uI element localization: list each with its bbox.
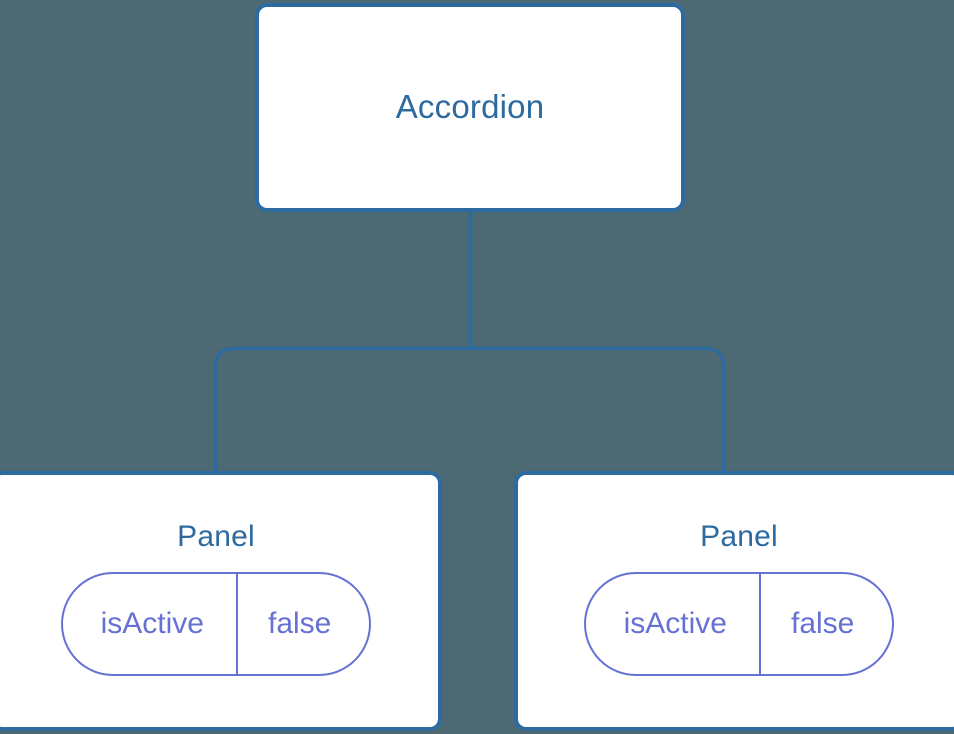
state-pill-panel-1[interactable]: isActive false [583,572,895,676]
edge-root-to-panel-0 [213,346,471,473]
state-pill-panel-0[interactable]: isActive false [60,572,372,676]
state-value-panel-0: false [235,574,369,674]
state-value-panel-1: false [758,574,892,674]
node-panel-1-label: Panel [700,520,778,553]
state-key-panel-1: isActive [623,607,727,640]
node-accordion-label: Accordion [395,88,545,126]
edge-root-to-panel-1 [470,346,726,473]
node-panel-1[interactable]: Panel isActive false [514,471,954,731]
node-panel-0[interactable]: Panel isActive false [0,471,442,731]
state-key-panel-0: isActive [100,607,204,640]
node-accordion[interactable]: Accordion [255,3,685,212]
node-panel-0-label: Panel [177,520,255,553]
